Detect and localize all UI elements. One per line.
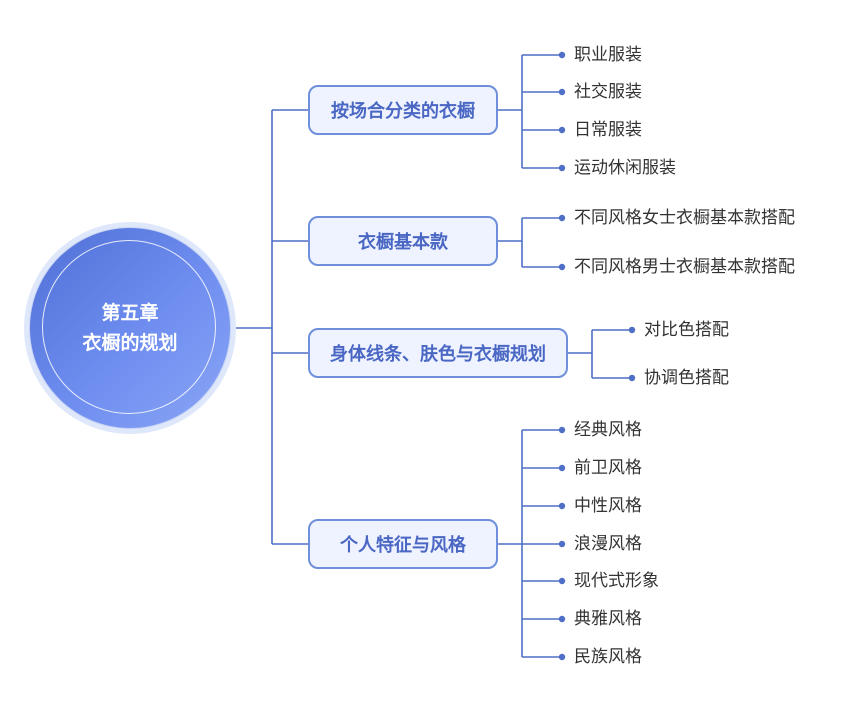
leaf-item: 协调色搭配 bbox=[644, 368, 729, 388]
branch-node-body-color-planning: 身体线条、肤色与衣橱规划 bbox=[308, 328, 568, 378]
leaf-item: 不同风格男士衣橱基本款搭配 bbox=[574, 257, 795, 277]
branch-node-occasion-wardrobe: 按场合分类的衣橱 bbox=[308, 85, 498, 135]
leaf-item: 对比色搭配 bbox=[644, 320, 729, 340]
leaf-item: 现代式形象 bbox=[574, 571, 659, 591]
branch-node-basic-wardrobe: 衣橱基本款 bbox=[308, 216, 498, 266]
leaf-item: 前卫风格 bbox=[574, 458, 642, 478]
bullet-dot bbox=[628, 374, 636, 382]
root-title-line1: 第五章 bbox=[101, 302, 159, 324]
bullet-dot bbox=[558, 464, 566, 472]
bullet-dot bbox=[558, 577, 566, 585]
bullet-dot bbox=[558, 214, 566, 222]
leaf-item: 中性风格 bbox=[574, 496, 642, 516]
bullet-dot bbox=[558, 540, 566, 548]
bullet-dot bbox=[558, 126, 566, 134]
bullet-dot bbox=[558, 653, 566, 661]
leaf-item: 不同风格女士衣橱基本款搭配 bbox=[574, 208, 795, 228]
leaf-item: 社交服装 bbox=[574, 82, 642, 102]
leaf-item: 浪漫风格 bbox=[574, 534, 642, 554]
bullet-dot bbox=[558, 88, 566, 96]
leaf-item: 运动休闲服装 bbox=[574, 158, 676, 178]
bullet-dot bbox=[558, 51, 566, 59]
bullet-dot bbox=[558, 615, 566, 623]
branch-node-personal-style: 个人特征与风格 bbox=[308, 519, 498, 569]
leaf-item: 经典风格 bbox=[574, 420, 642, 440]
bullet-dot bbox=[558, 263, 566, 271]
bullet-dot bbox=[558, 164, 566, 172]
bullet-dot bbox=[628, 326, 636, 334]
leaf-item: 典雅风格 bbox=[574, 609, 642, 629]
bullet-dot bbox=[558, 426, 566, 434]
leaf-item: 职业服装 bbox=[574, 45, 642, 65]
leaf-item: 日常服装 bbox=[574, 120, 642, 140]
bullet-dot bbox=[558, 502, 566, 510]
root-title: 第五章 衣橱的规划 bbox=[30, 228, 230, 428]
root-ring bbox=[42, 240, 216, 414]
leaf-item: 民族风格 bbox=[574, 647, 642, 667]
root-node: 第五章 衣橱的规划 bbox=[30, 228, 230, 428]
root-title-line2: 衣橱的规划 bbox=[82, 332, 178, 354]
